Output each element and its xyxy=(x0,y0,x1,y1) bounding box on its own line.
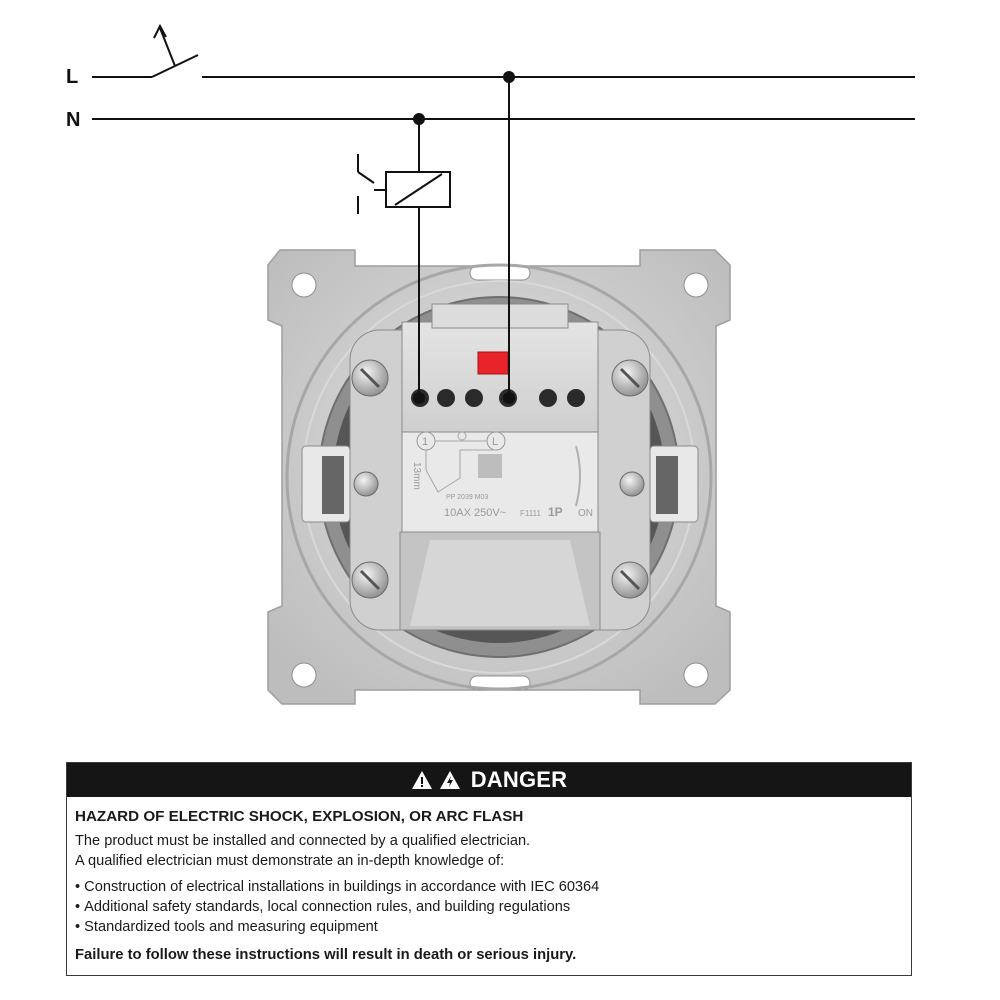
relay-coil-icon xyxy=(357,154,451,214)
warning-header: DANGER xyxy=(67,763,911,797)
neutral-wire-label: N xyxy=(66,109,80,131)
corner-screws xyxy=(351,359,649,599)
live-wire xyxy=(92,54,915,78)
device-label-plate: 1 L 13mm PP 2039 M03 10AX 250V~ F1111 1P… xyxy=(399,431,601,631)
connection-wires xyxy=(418,77,510,398)
warning-line: A qualified electrician must demonstrate… xyxy=(75,853,505,869)
model-code-text: PP 2039 M03 xyxy=(446,494,488,501)
reference-text: F1111 xyxy=(520,509,541,518)
terminal-neutral-connection xyxy=(413,392,425,404)
hazard-title: HAZARD OF ELECTRIC SHOCK, EXPLOSION, OR … xyxy=(75,808,524,825)
danger-warning-box: DANGER HAZARD OF ELECTRIC SHOCK, EXPLOSI… xyxy=(66,762,912,976)
qr-code-icon xyxy=(478,454,502,478)
terminal-l-label: L xyxy=(492,436,498,448)
warning-line: The product must be installed and connec… xyxy=(75,833,531,849)
electric-hazard-icon xyxy=(439,771,460,789)
terminal-block xyxy=(401,303,599,433)
warning-triangle-icon xyxy=(411,771,432,789)
warning-body: HAZARD OF ELECTRIC SHOCK, EXPLOSION, OR … xyxy=(67,797,911,965)
switch-arrow-icon xyxy=(153,23,176,67)
danger-title: DANGER xyxy=(470,767,568,792)
live-wire-label: L xyxy=(66,66,78,88)
list-item: Standardized tools and measuring equipme… xyxy=(75,917,903,937)
footer-warning: Failure to follow these instructions wil… xyxy=(75,947,577,963)
strip-length-label: 13mm xyxy=(411,462,422,490)
rating-text: 10AX 250V~ xyxy=(444,507,506,519)
release-button-red xyxy=(477,351,509,375)
claw-left xyxy=(301,445,379,523)
bullet-list: Construction of electrical installations… xyxy=(75,877,903,937)
list-item: Additional safety standards, local conne… xyxy=(75,897,903,917)
claw-right xyxy=(619,445,699,523)
wiring-diagram: L N xyxy=(66,23,915,705)
terminal-1-label: 1 xyxy=(422,436,428,448)
terminal-live-connection xyxy=(503,392,515,404)
on-label-text: ON xyxy=(578,508,593,519)
list-item: Construction of electrical installations… xyxy=(75,877,903,897)
poles-text: 1P xyxy=(548,505,563,519)
